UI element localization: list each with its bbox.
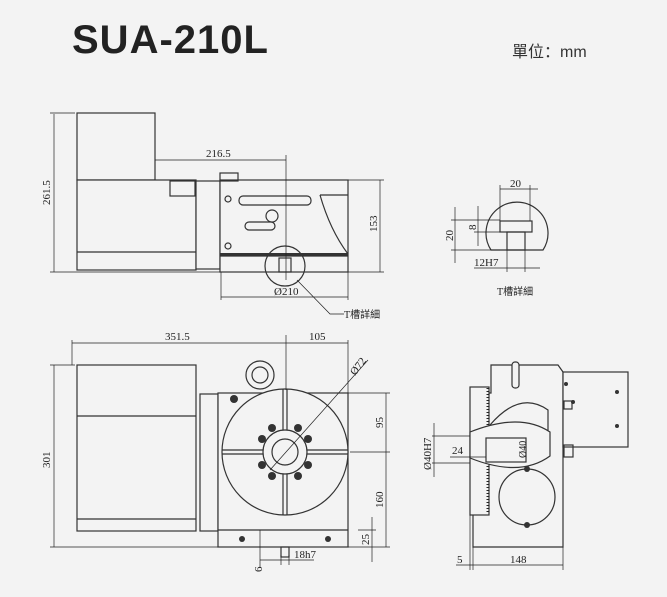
dim-dia-40h7: Ø40H7: [422, 437, 434, 470]
dim-18h7: 18h7: [294, 549, 317, 561]
dim-351-5: 351.5: [165, 331, 190, 343]
top-view: 261.5 216.5 153 Ø210 T槽詳細: [41, 112, 384, 321]
unit-label: 單位：mm: [512, 44, 587, 61]
dim-216-5: 216.5: [206, 148, 231, 160]
dim-105: 105: [309, 331, 326, 343]
dim-24: 24: [452, 445, 464, 457]
detail-dim-12h7: 12H7: [474, 257, 499, 269]
dim-dia-72: Ø72: [348, 356, 369, 378]
dim-301: 301: [41, 452, 53, 469]
dim-95: 95: [374, 417, 386, 429]
t-slot-detail: 20 20 8 12H7 T槽詳細: [444, 178, 549, 298]
side-view: Ø40H7 24 Ø40 5 148: [422, 361, 629, 570]
detail-circle: [264, 245, 306, 287]
detail-dim-20-width: 20: [510, 178, 522, 190]
dim-153: 153: [368, 215, 380, 232]
front-view: 351.5 105 Ø72 301 95 160 25 18h7 6: [41, 331, 390, 572]
detail-caption: T槽詳細: [497, 285, 533, 298]
detail-dim-8: 8: [467, 224, 479, 230]
dim-261-5: 261.5: [41, 180, 53, 205]
dim-dia-40: Ø40: [518, 441, 529, 458]
dim-dia-210: Ø210: [274, 286, 299, 298]
dim-160: 160: [374, 491, 386, 508]
model-title: SUA-210L: [72, 18, 269, 62]
detail-callout: T槽詳細: [344, 308, 380, 321]
dim-25: 25: [360, 534, 372, 546]
dim-6: 6: [253, 566, 265, 572]
detail-dim-20-height: 20: [444, 230, 456, 242]
dim-148: 148: [510, 554, 527, 566]
dim-5: 5: [457, 554, 463, 566]
